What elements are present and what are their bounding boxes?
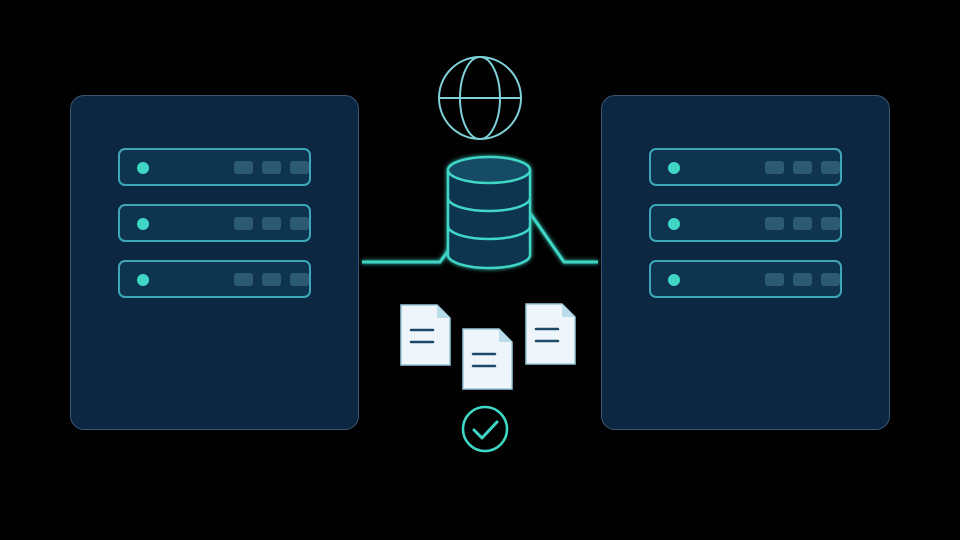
drive-slot-icon [290,217,309,230]
status-led-icon [668,274,680,286]
status-led-icon [668,162,680,174]
drive-slot-icon [821,161,840,174]
drive-slot-icon [290,273,309,286]
drive-slot-icon [765,273,784,286]
left-server-panel [70,95,359,430]
drive-slot-icon [234,273,253,286]
globe-icon [438,56,522,140]
drive-slot-icon [262,161,281,174]
status-led-icon [137,162,149,174]
document-icon [525,303,576,365]
connector-left [362,246,453,264]
drive-slot-icon [793,161,812,174]
drive-slot-icon [793,273,812,286]
drive-slot-icon [234,217,253,230]
drive-slot-icon [262,217,281,230]
drive-slot-icon [765,217,784,230]
document-icon [462,328,513,390]
drive-slot-icon [793,217,812,230]
check-circle-icon [461,405,509,453]
drive-slot-icon [290,161,309,174]
drive-slot-icon [821,217,840,230]
server-unit [649,148,842,186]
server-unit [649,260,842,298]
server-unit [649,204,842,242]
document-icon [400,304,451,366]
server-unit [118,260,311,298]
status-led-icon [137,274,149,286]
drive-slot-icon [262,273,281,286]
status-led-icon [137,218,149,230]
drive-slot-icon [821,273,840,286]
server-unit [118,148,311,186]
server-unit [118,204,311,242]
right-server-panel [601,95,890,430]
drive-slot-icon [234,161,253,174]
connector-right [528,212,598,264]
database-cylinder-icon [446,155,532,270]
status-led-icon [668,218,680,230]
drive-slot-icon [765,161,784,174]
